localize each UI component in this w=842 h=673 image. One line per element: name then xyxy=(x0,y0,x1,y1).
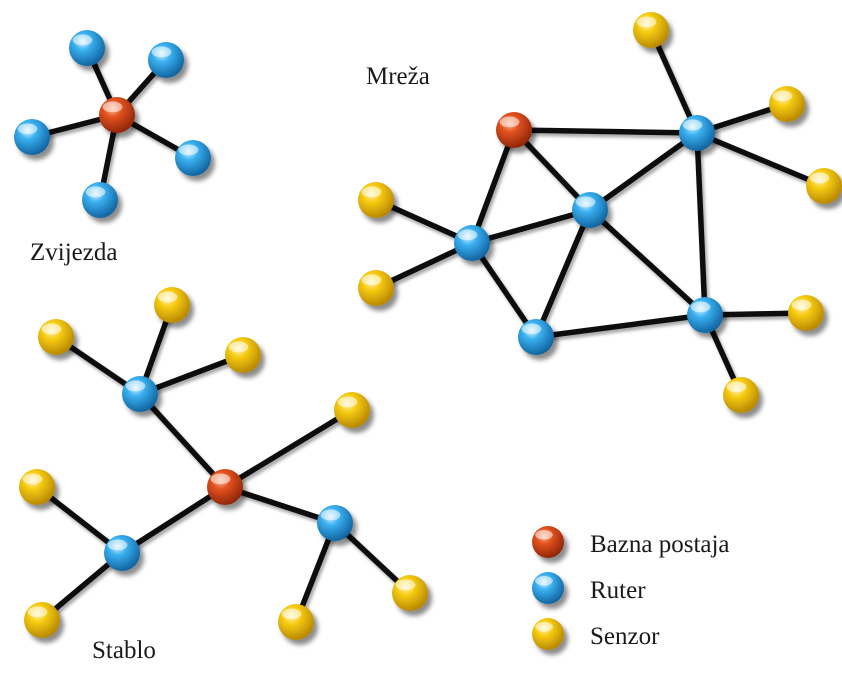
node-highlight xyxy=(27,606,48,618)
node-highlight xyxy=(320,509,341,521)
sensor-node xyxy=(769,86,805,122)
node-highlight xyxy=(102,101,123,113)
node-highlight xyxy=(535,622,553,632)
node-highlight xyxy=(809,172,830,184)
router-node xyxy=(317,505,353,541)
node-highlight xyxy=(636,16,657,28)
legend-marker-base-station xyxy=(532,526,564,558)
node-highlight xyxy=(575,196,596,208)
router-node xyxy=(82,182,118,218)
link-line xyxy=(587,207,708,318)
link-line xyxy=(533,312,708,340)
node-highlight xyxy=(125,380,146,392)
tree-topology-label: Stablo xyxy=(92,637,156,664)
mesh-topology-label: Mreža xyxy=(366,63,430,90)
node-highlight xyxy=(395,579,416,591)
node-highlight xyxy=(521,323,542,335)
sensor-node xyxy=(334,392,370,428)
node-highlight xyxy=(41,323,62,335)
node-highlight xyxy=(72,34,93,46)
sensor-node xyxy=(788,295,824,331)
node-highlight xyxy=(85,186,106,198)
sensor-node xyxy=(358,182,394,218)
link-line xyxy=(648,27,700,136)
legend-marker-router xyxy=(532,572,564,604)
node-highlight xyxy=(210,473,231,485)
node-highlight xyxy=(151,46,172,58)
node-highlight xyxy=(535,530,553,540)
link-line xyxy=(511,127,593,213)
router-node xyxy=(104,535,140,571)
link-line xyxy=(222,407,355,490)
router-node xyxy=(518,319,554,355)
sensor-node xyxy=(225,337,261,373)
router-node xyxy=(122,376,158,412)
node-highlight xyxy=(228,341,249,353)
star-topology-label: Zvijezda xyxy=(30,239,118,266)
link-line xyxy=(469,207,593,246)
sensor-node xyxy=(633,12,669,48)
router-node xyxy=(454,225,490,261)
base-station-node xyxy=(207,469,243,505)
node-highlight xyxy=(361,186,382,198)
sensor-node xyxy=(38,319,74,355)
link-line xyxy=(222,484,338,526)
node-highlight xyxy=(499,116,520,128)
node-highlight xyxy=(22,473,43,485)
link-line xyxy=(137,352,246,397)
node-highlight xyxy=(690,301,711,313)
legend-label-base: Bazna postaja xyxy=(590,531,730,558)
link-line xyxy=(469,127,517,246)
router-node xyxy=(679,115,715,151)
node-highlight xyxy=(281,608,302,620)
base-station-node xyxy=(99,97,135,133)
node-highlight xyxy=(791,299,812,311)
link-line xyxy=(694,130,708,318)
node-highlight xyxy=(726,381,747,393)
node-highlight xyxy=(361,274,382,286)
link-line xyxy=(137,391,228,490)
router-node xyxy=(148,42,184,78)
link-line xyxy=(469,240,539,340)
link-line xyxy=(587,130,700,213)
node-highlight xyxy=(107,539,128,551)
sensor-node xyxy=(358,270,394,306)
sensor-node xyxy=(723,377,759,413)
router-node xyxy=(687,297,723,333)
legend-marker-sensor xyxy=(532,618,564,650)
node-highlight xyxy=(535,576,553,586)
base-station-node xyxy=(496,112,532,148)
sensor-node xyxy=(806,168,842,204)
node-highlight xyxy=(157,291,178,303)
sensor-node xyxy=(154,287,190,323)
node-highlight xyxy=(457,229,478,241)
link-line xyxy=(119,484,228,556)
sensor-node xyxy=(392,575,428,611)
legend-label-sensor: Senzor xyxy=(590,623,660,650)
node-highlight xyxy=(337,396,358,408)
router-node xyxy=(175,140,211,176)
node-highlight xyxy=(772,90,793,102)
node-highlight xyxy=(17,123,38,135)
router-node xyxy=(572,192,608,228)
legend-label-router: Ruter xyxy=(590,577,646,604)
router-node xyxy=(69,30,105,66)
node-highlight xyxy=(178,144,199,156)
router-node xyxy=(14,119,50,155)
link-line xyxy=(694,130,827,189)
nodes-layer xyxy=(14,12,842,650)
sensor-node xyxy=(24,602,60,638)
link-line xyxy=(511,127,700,136)
sensor-node xyxy=(19,469,55,505)
link-line xyxy=(533,207,593,340)
sensor-node xyxy=(278,604,314,640)
node-highlight xyxy=(682,119,703,131)
